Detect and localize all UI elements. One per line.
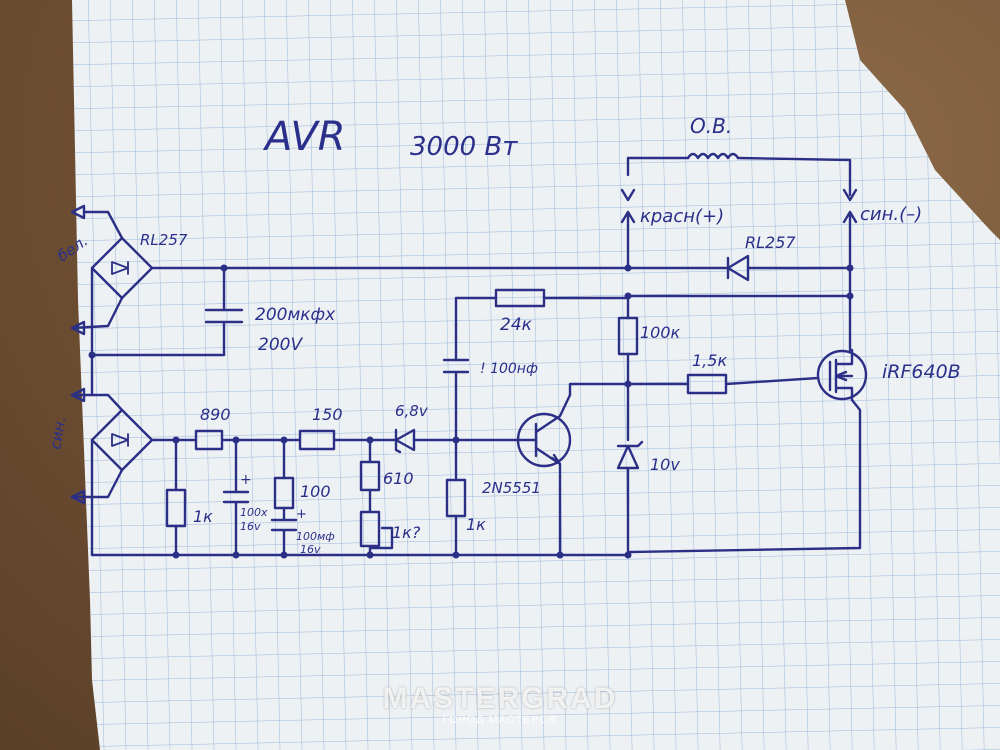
collector-wire [568,382,630,397]
r890-label: 890 [200,405,231,424]
r24k-label: 24к [500,315,533,335]
capacitor-main-voltage: 200V [258,335,303,355]
r100-label: 100 [300,482,331,501]
r100k-label: 100к [640,323,681,342]
cap-plus-b: + [296,507,307,522]
ov-label: О.В. [690,114,732,138]
r15k-label: 1,5к [692,351,727,370]
cap-100nf-label: ! 100нф [480,361,538,377]
r1k-left-label: 1к [193,507,213,526]
negative-label: син.(–) [860,204,922,225]
diode-part-label: RL257 [745,233,796,252]
transistor-label: 2N5551 [482,479,541,497]
positive-label: красн(+) [640,206,724,227]
ac-wire-top [82,210,124,240]
cap-b-value: 100мф [296,530,335,543]
transistor-npn-icon [516,393,572,557]
paper-grid [72,0,1000,750]
potentiometer-icon [359,510,381,548]
mosfet-label: iRF640B [882,361,961,383]
pot-label: 1к? [392,523,421,542]
connector-positive-icon [620,188,636,270]
ac2-terminal-bottom-icon [70,489,86,505]
cap-b-voltage: 16v [300,543,321,556]
capacitor-100nf-icon [442,296,498,442]
cap-a-voltage: 16v [240,520,261,533]
title-text: AVR [262,114,346,160]
ac-terminal-top-icon [70,204,86,220]
power-text: 3000 Вт [410,132,518,162]
mosfet-source-wire [628,398,862,554]
mosfet-icon [816,348,868,402]
zener-10-icon [616,440,644,557]
connector-negative-icon [842,188,858,270]
freewheel-diode-icon [726,254,852,282]
r150-label: 150 [312,405,343,424]
ac2-terminal-top-icon [70,387,86,403]
r1k-base-label: 1к [466,515,486,534]
pot-wiper [368,526,394,550]
field-winding-coil [626,152,852,197]
bridge-part-label: RL257 [140,231,188,249]
capacitor-main-icon [204,266,244,357]
zener68-label: 6,8v [395,402,429,420]
cap-plus-a: + [240,472,252,488]
ac-terminal-bottom-icon [70,320,86,336]
capacitor-100-a-icon [222,438,250,557]
bridge-bottom-label: син. [46,415,69,450]
zener10-label: 10v [650,455,680,474]
capacitor-main-label: 200мкфх [255,305,336,325]
cap-a-value: 100х [240,506,268,519]
gate-wire-b [724,376,820,386]
r610-label: 610 [383,469,414,488]
capacitor-100-b-icon [270,506,298,557]
